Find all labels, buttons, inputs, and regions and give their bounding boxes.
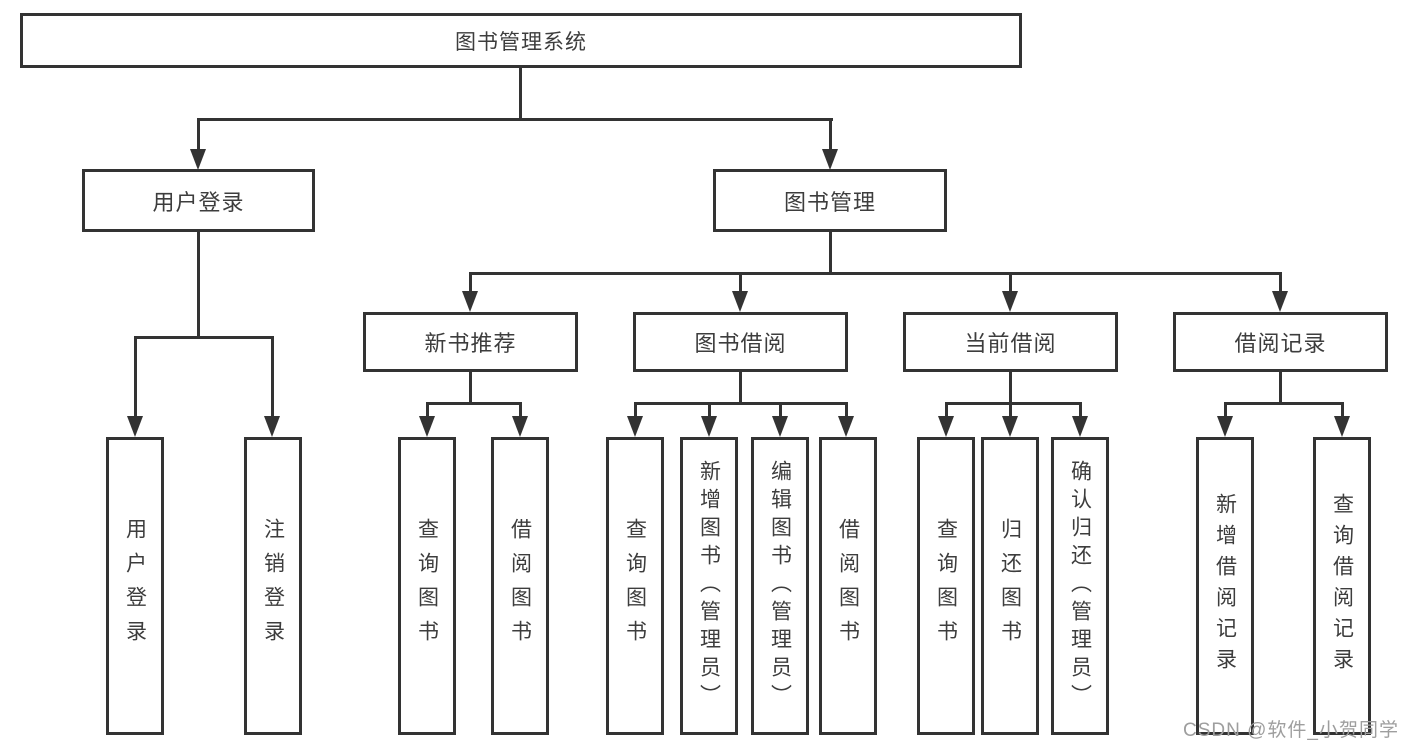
node-new-book-recommend-label: 新书推荐: [424, 331, 517, 356]
arrow-down-icon: [1002, 291, 1018, 312]
arrow-down-icon: [1217, 416, 1233, 437]
connector-line: [1224, 402, 1227, 418]
connector-line: [1009, 402, 1012, 418]
node-book-management-label: 图书管理: [783, 189, 876, 215]
connector-line: [1279, 272, 1282, 292]
leaf-borrow-borrow-books-label: 借阅图书: [836, 518, 860, 654]
arrow-down-icon: [701, 416, 717, 437]
node-book-management: 图书管理: [713, 169, 947, 232]
connector-line: [945, 402, 948, 418]
leaf-records-add-record-label: 新增借阅记录: [1213, 493, 1237, 679]
node-current-borrow-label: 当前借阅: [964, 331, 1057, 356]
arrow-down-icon: [627, 416, 643, 437]
connector-line: [1341, 402, 1344, 418]
node-root: 图书管理系统: [20, 13, 1022, 68]
arrow-down-icon: [1272, 291, 1288, 312]
leaf-recommend-query-books-label: 查询图书: [415, 518, 439, 654]
connector-line: [469, 272, 1282, 275]
connector-line: [519, 402, 522, 418]
leaf-borrow-query-books-label: 查询图书: [623, 518, 647, 654]
connector-line: [779, 402, 782, 418]
csdn-watermark: CSDN @软件_小贺同学: [1183, 720, 1399, 741]
leaf-user-login: 用户登录: [106, 437, 164, 735]
leaf-logout: 注销登录: [244, 437, 302, 735]
connector-line: [134, 336, 274, 339]
connector-line: [426, 402, 429, 418]
connector-line: [469, 372, 472, 405]
arrow-down-icon: [127, 416, 143, 437]
arrow-down-icon: [1072, 416, 1088, 437]
leaf-user-login-label: 用户登录: [123, 518, 147, 654]
node-user-login-label: 用户登录: [152, 189, 245, 215]
node-book-borrow-label: 图书借阅: [694, 331, 787, 356]
connector-line: [134, 336, 137, 417]
connector-line: [1009, 272, 1012, 292]
node-current-borrow: 当前借阅: [903, 312, 1118, 372]
leaf-borrow-add-books-admin: 新增图书（管理员）: [680, 437, 738, 735]
leaf-recommend-borrow-books-label: 借阅图书: [508, 518, 532, 654]
connector-line: [829, 232, 832, 273]
leaf-recommend-borrow-books: 借阅图书: [491, 437, 549, 735]
arrow-down-icon: [1334, 416, 1350, 437]
arrow-down-icon: [838, 416, 854, 437]
arrow-down-icon: [419, 416, 435, 437]
connector-line: [634, 402, 637, 418]
arrow-down-icon: [512, 416, 528, 437]
connector-line: [519, 68, 522, 118]
connector-line: [739, 272, 742, 292]
connector-line: [845, 402, 848, 418]
arrow-down-icon: [462, 291, 478, 312]
leaf-logout-label: 注销登录: [261, 518, 285, 654]
arrow-down-icon: [190, 149, 206, 170]
leaf-current-return-books-label: 归还图书: [998, 518, 1022, 654]
connector-line: [271, 336, 274, 417]
node-book-borrow: 图书借阅: [633, 312, 848, 372]
connector-line: [945, 402, 1082, 405]
connector-line: [634, 402, 848, 405]
leaf-current-query-books: 查询图书: [917, 437, 975, 735]
arrow-down-icon: [264, 416, 280, 437]
connector-line: [1009, 372, 1012, 405]
arrow-down-icon: [1002, 416, 1018, 437]
leaf-borrow-edit-books-admin: 编辑图书（管理员）: [751, 437, 809, 735]
leaf-recommend-query-books: 查询图书: [398, 437, 456, 735]
leaf-current-confirm-return-admin: 确认归还（管理员）: [1051, 437, 1109, 735]
leaf-current-return-books: 归还图书: [981, 437, 1039, 735]
connector-line: [739, 372, 742, 405]
connector-line: [197, 118, 200, 150]
connector-line: [829, 118, 832, 150]
connector-line: [708, 402, 711, 418]
node-root-label: 图书管理系统: [455, 30, 587, 54]
leaf-current-confirm-return-admin-label: 确认归还（管理员）: [1068, 460, 1092, 712]
leaf-records-query-record-label: 查询借阅记录: [1330, 493, 1354, 679]
leaf-borrow-add-books-admin-label: 新增图书（管理员）: [697, 460, 721, 712]
leaf-records-query-record: 查询借阅记录: [1313, 437, 1371, 735]
connector-line: [197, 118, 833, 121]
node-user-login: 用户登录: [82, 169, 315, 232]
connector-line: [426, 402, 522, 405]
connector-line: [1079, 402, 1082, 418]
leaf-records-add-record: 新增借阅记录: [1196, 437, 1254, 735]
leaf-borrow-borrow-books: 借阅图书: [819, 437, 877, 735]
connector-line: [197, 232, 200, 336]
leaf-current-query-books-label: 查询图书: [934, 518, 958, 654]
arrow-down-icon: [732, 291, 748, 312]
leaf-borrow-query-books: 查询图书: [606, 437, 664, 735]
node-borrow-records: 借阅记录: [1173, 312, 1388, 372]
arrow-down-icon: [772, 416, 788, 437]
connector-line: [469, 272, 472, 292]
connector-line: [1279, 372, 1282, 405]
arrow-down-icon: [938, 416, 954, 437]
node-new-book-recommend: 新书推荐: [363, 312, 578, 372]
node-borrow-records-label: 借阅记录: [1234, 331, 1327, 356]
connector-line: [1224, 402, 1344, 405]
arrow-down-icon: [822, 149, 838, 170]
leaf-borrow-edit-books-admin-label: 编辑图书（管理员）: [768, 460, 792, 712]
